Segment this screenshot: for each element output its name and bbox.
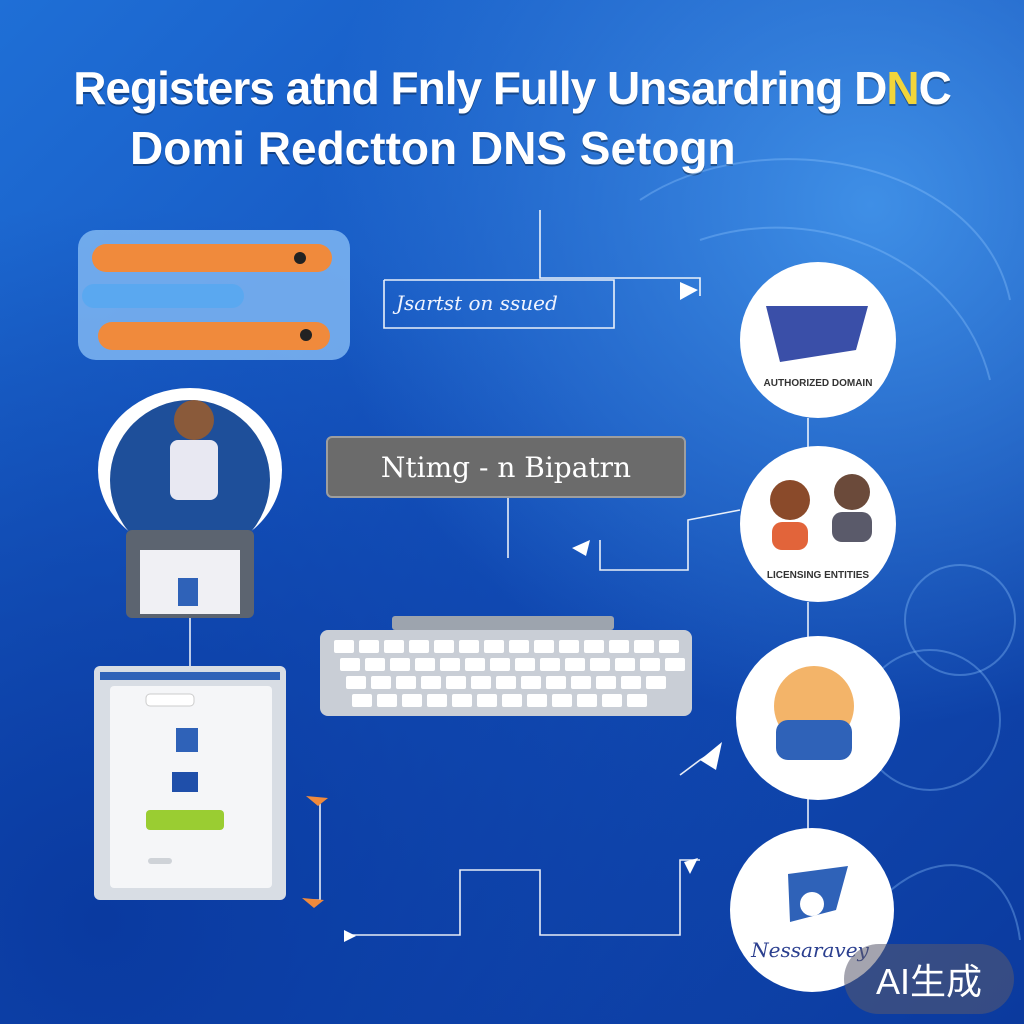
keyboard-key: [421, 676, 441, 689]
top-link-label: Jsartst on ssued: [396, 291, 558, 315]
keyboard-key: [415, 658, 435, 671]
keyboard-key: [615, 658, 635, 671]
person-illustration: [98, 388, 282, 618]
keyboard-key: [646, 676, 666, 689]
title-line-1-text: Registers atnd Fnly Fully Unsardring D: [73, 62, 887, 114]
keyboard-key: [665, 658, 685, 671]
step-circle-3: [736, 636, 900, 800]
title-line-2: Domi Redctton DNS Setogn: [130, 122, 736, 174]
keyboard-key: [490, 658, 510, 671]
keyboard-key: [546, 676, 566, 689]
step-circle-4: [730, 828, 894, 992]
keyboard-key: [621, 676, 641, 689]
keyboard-key: [346, 676, 366, 689]
circle-2-caption: LICENSING ENTITIES: [766, 570, 870, 581]
keyboard-key: [540, 658, 560, 671]
keyboard-key: [609, 640, 629, 653]
keyboard-key: [659, 640, 679, 653]
step-circle-1: [740, 262, 896, 418]
keyboard-key: [496, 676, 516, 689]
keyboard-key: [352, 694, 372, 707]
keyboard-key: [334, 640, 354, 653]
keyboard-key: [627, 694, 647, 707]
keyboard-key: [634, 640, 654, 653]
keyboard-key: [427, 694, 447, 707]
keyboard-key: [390, 658, 410, 671]
circle-1-caption: AUTHORIZED DOMAIN: [763, 378, 873, 389]
browser-window: [94, 666, 286, 900]
keyboard-key: [596, 676, 616, 689]
keyboard-key: [584, 640, 604, 653]
keyboard-key: [484, 640, 504, 653]
keyboard-key: [571, 676, 591, 689]
title-line-1: Registers atnd Fnly Fully Unsardring DNC: [0, 58, 1024, 118]
keyboard-key: [452, 694, 472, 707]
keyboard-key: [384, 640, 404, 653]
arrow-icons: [302, 282, 722, 942]
title-line-1-tail: C: [918, 62, 952, 114]
keyboard-key: [509, 640, 529, 653]
keyboard-key: [515, 658, 535, 671]
keyboard-key: [359, 640, 379, 653]
keyboard-key: [371, 676, 391, 689]
keyboard-key: [590, 658, 610, 671]
keyboard-key: [552, 694, 572, 707]
keyboard-key: [340, 658, 360, 671]
keyboard-key: [527, 694, 547, 707]
keyboard-key: [396, 676, 416, 689]
keyboard-key: [434, 640, 454, 653]
keyboard-key: [559, 640, 579, 653]
keyboard-illustration: [320, 616, 692, 716]
keyboard-key: [477, 694, 497, 707]
keyboard-key: [565, 658, 585, 671]
circle-4-caption: Nessaravey: [751, 938, 869, 962]
keyboard-key: [602, 694, 622, 707]
keyboard-key: [459, 640, 479, 653]
keyboard-key: [465, 658, 485, 671]
keyboard-key: [577, 694, 597, 707]
keyboard-key: [402, 694, 422, 707]
keyboard-key: [521, 676, 541, 689]
keyboard-key: [365, 658, 385, 671]
keyboard-key: [440, 658, 460, 671]
decorative-swirls: [639, 158, 1021, 941]
keyboard-key: [446, 676, 466, 689]
middle-box-label: Ntimg - n Bipatrn: [326, 436, 686, 498]
keyboard-key: [409, 640, 429, 653]
page-title: Registers atnd Fnly Fully Unsardring DNC…: [0, 58, 1024, 178]
keyboard-key: [471, 676, 491, 689]
keyboard-key: [640, 658, 660, 671]
menu-bars-graphic: [78, 230, 350, 360]
keyboard-key: [502, 694, 522, 707]
title-line-1-highlight: N: [886, 62, 919, 114]
keyboard-key: [534, 640, 554, 653]
step-circle-2: [740, 446, 896, 602]
ai-generated-badge: AI生成: [844, 944, 1014, 1014]
keyboard-key: [377, 694, 397, 707]
